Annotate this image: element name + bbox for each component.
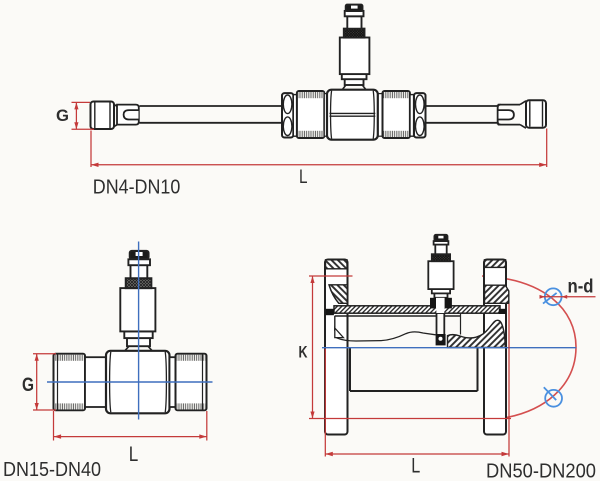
svg-text:DN15-DN40: DN15-DN40: [3, 459, 101, 481]
svg-text:n-d: n-d: [568, 277, 594, 298]
svg-text:L: L: [299, 167, 308, 188]
svg-text:DN4-DN10: DN4-DN10: [93, 177, 181, 199]
svg-text:L: L: [129, 443, 139, 466]
svg-text:K: K: [299, 343, 309, 362]
svg-text:L: L: [411, 455, 420, 478]
svg-text:G: G: [22, 375, 34, 396]
svg-text:DN50-DN200: DN50-DN200: [486, 461, 596, 481]
svg-text:G: G: [56, 106, 69, 125]
